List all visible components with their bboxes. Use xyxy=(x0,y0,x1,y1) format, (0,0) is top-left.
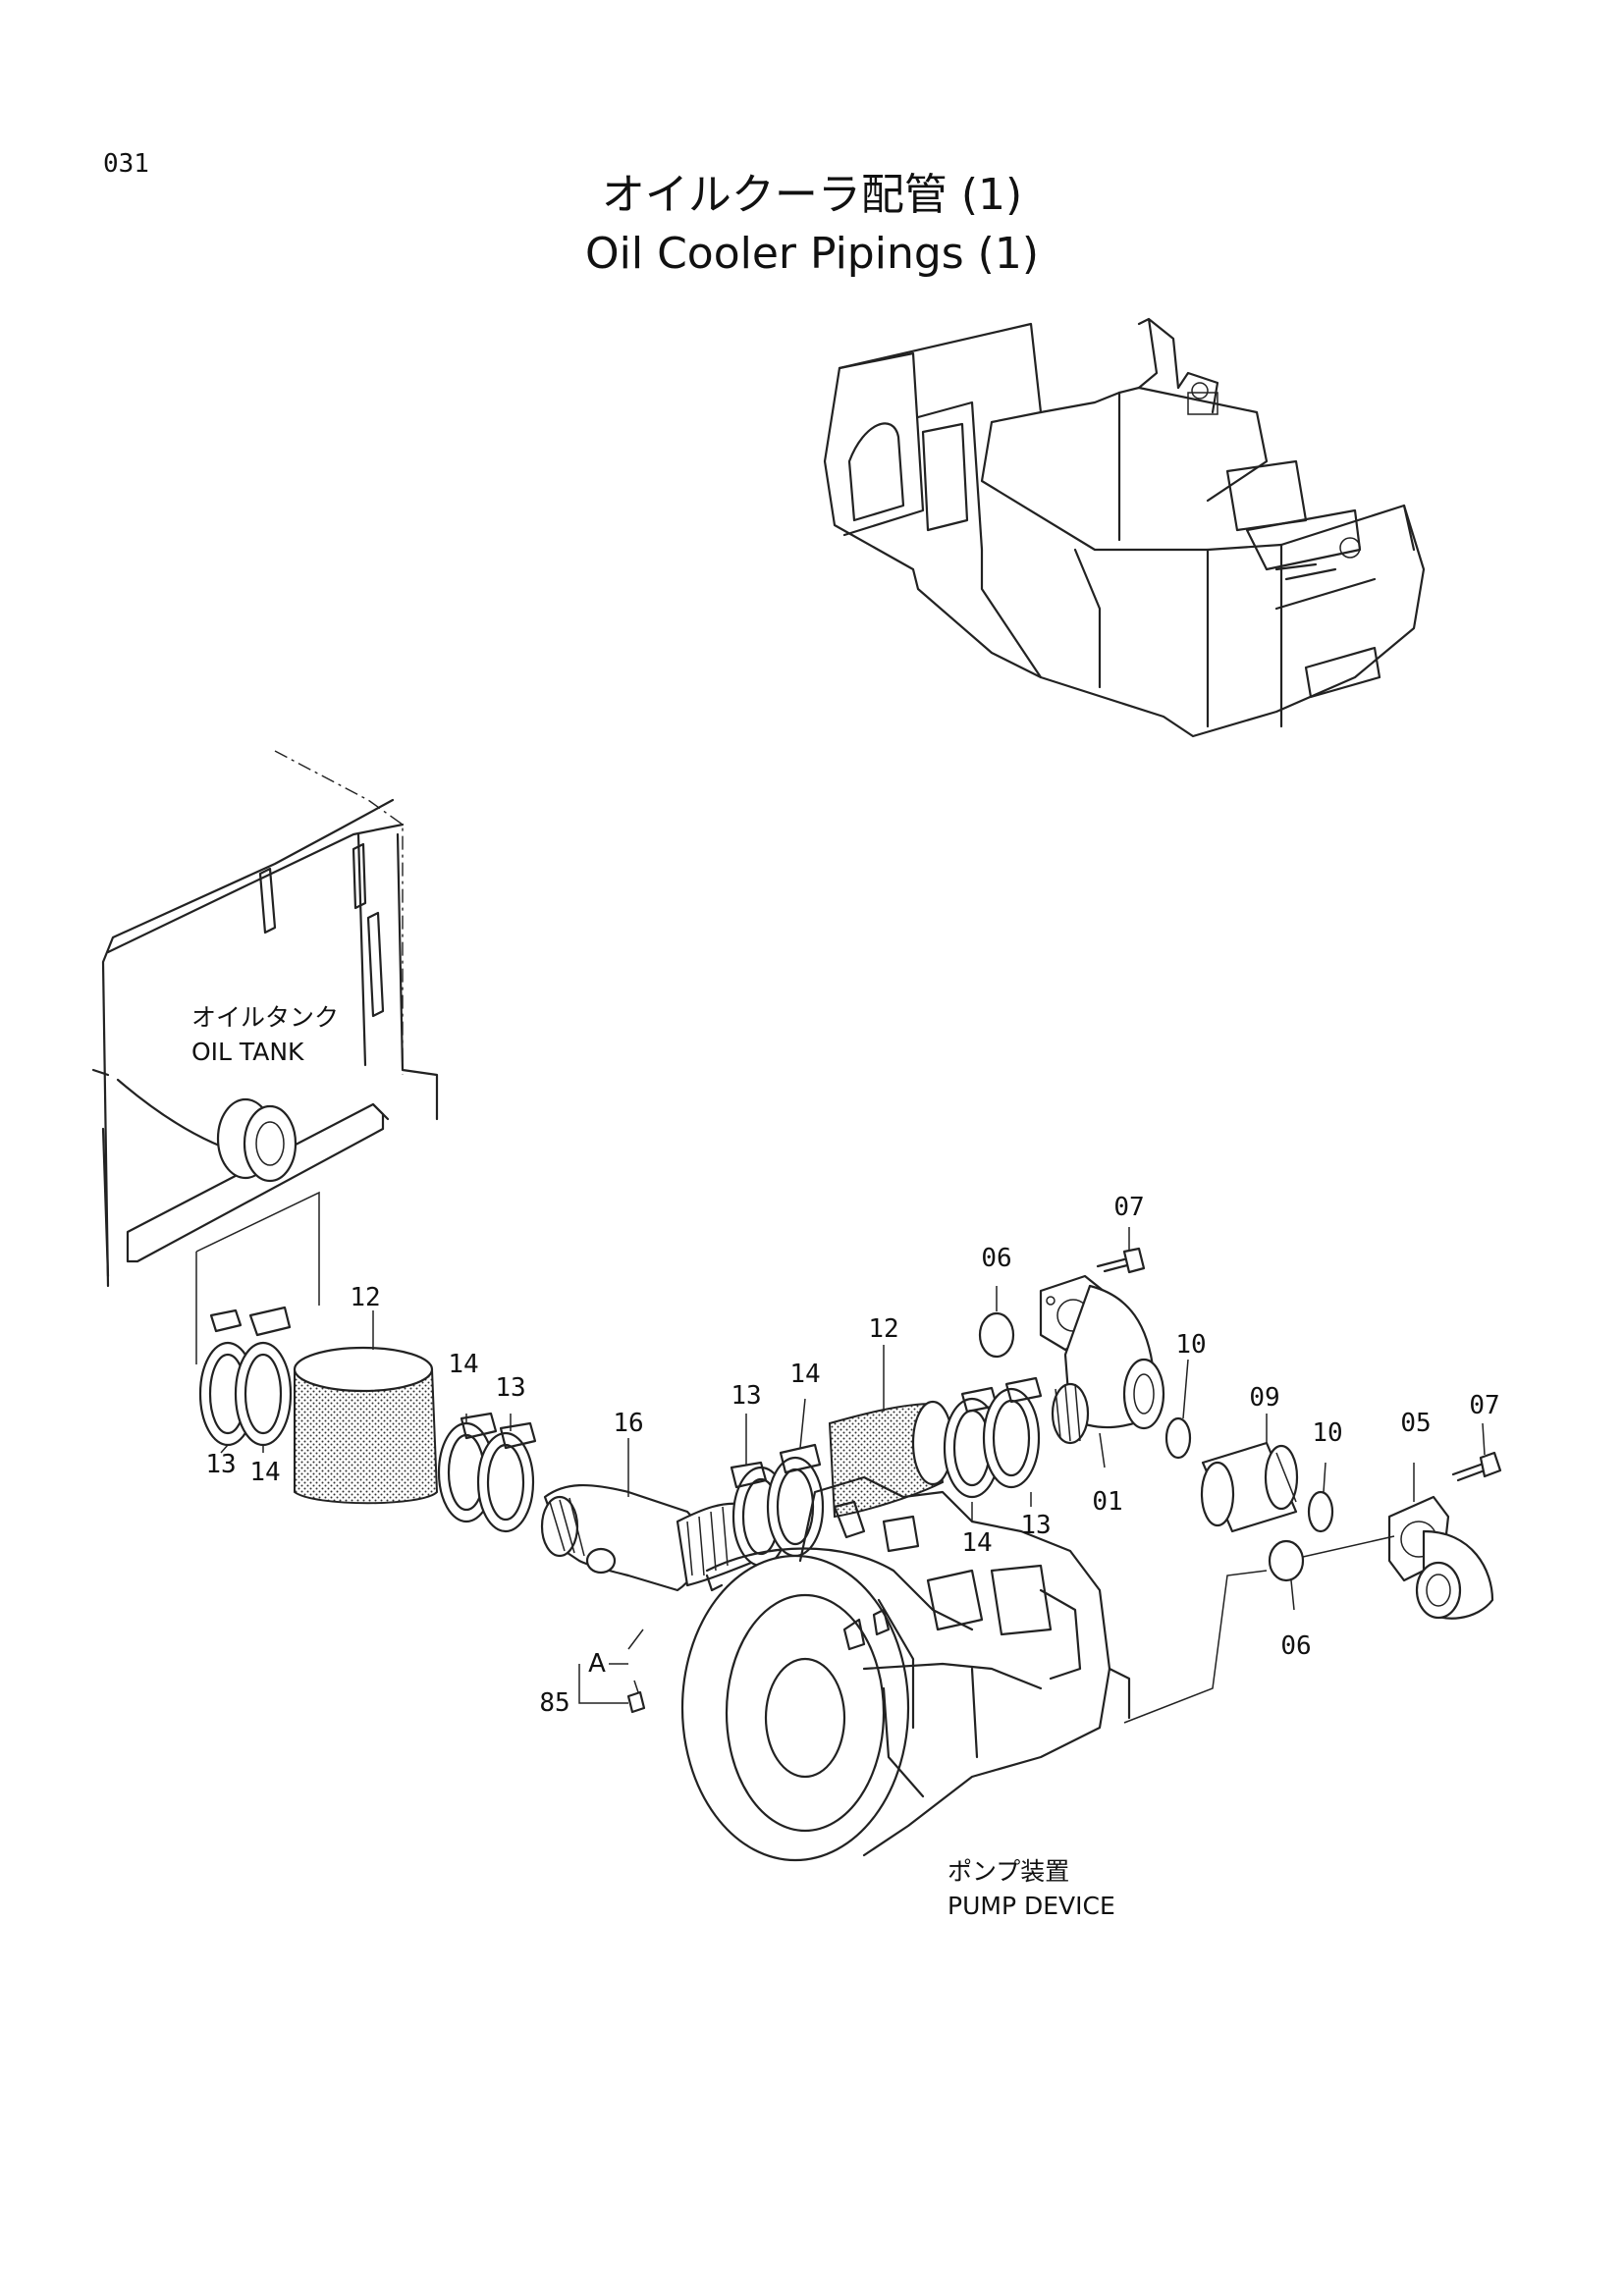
hose-clamp-13-right xyxy=(982,1376,1043,1489)
o-ring-06-top xyxy=(978,1311,1015,1359)
callout-07-right: 07 xyxy=(1469,1391,1499,1420)
o-ring-06-lower xyxy=(1268,1539,1305,1582)
excavator-overview-illustration xyxy=(823,317,1426,738)
callout-06-top: 06 xyxy=(981,1244,1011,1273)
callout-13-left: 13 xyxy=(205,1450,236,1479)
bolt-85 xyxy=(578,1663,646,1714)
callout-12-center: 12 xyxy=(868,1314,898,1344)
callout-10-lower: 10 xyxy=(1312,1418,1342,1448)
callout-14-center: 14 xyxy=(789,1360,820,1389)
callouts: 12 14 13 13 14 16 13 14 12 14 13 06 07 1… xyxy=(205,1193,1499,1718)
page-number: 031 xyxy=(103,149,149,179)
pump-device-illustration: ポンプ装置 PUMP DEVICE xyxy=(680,1475,1131,1920)
pipe-09 xyxy=(1200,1441,1299,1533)
elbow-pipe-01 xyxy=(1039,1274,1165,1445)
pump-label-en: PUMP DEVICE xyxy=(947,1892,1115,1920)
page-title-en: Oil Cooler Pipings (1) xyxy=(585,229,1039,279)
o-ring-10-upper xyxy=(1164,1416,1192,1460)
callout-13-middle: 13 xyxy=(495,1373,525,1403)
bolt-07-right xyxy=(1451,1451,1502,1482)
callout-06-lower: 06 xyxy=(1280,1631,1311,1661)
oil-tank-illustration: オイルタンク OIL TANK xyxy=(91,750,439,1364)
callout-14-right: 14 xyxy=(961,1528,992,1558)
callout-10-upper: 10 xyxy=(1175,1330,1206,1360)
callout-09: 09 xyxy=(1249,1383,1279,1413)
pump-label-jp: ポンプ装置 xyxy=(947,1857,1069,1886)
page-title-jp: オイルクーラ配管 (1) xyxy=(602,170,1022,220)
hose-clamp-14-center xyxy=(766,1443,825,1558)
elbow-pipe-16 xyxy=(540,1484,758,1592)
callout-12-left: 12 xyxy=(350,1283,380,1312)
callout-07-top: 07 xyxy=(1113,1193,1144,1222)
oil-tank-label-en: OIL TANK xyxy=(191,1038,304,1066)
callout-A: A xyxy=(588,1649,606,1679)
callout-13-right: 13 xyxy=(1020,1511,1051,1540)
callout-01: 01 xyxy=(1092,1487,1122,1517)
hose-clamp-13-middle xyxy=(476,1421,537,1533)
flange-elbow-05 xyxy=(1387,1495,1494,1620)
callout-85: 85 xyxy=(539,1688,569,1718)
leader-lines xyxy=(220,1227,1486,1724)
callout-05: 05 xyxy=(1400,1409,1431,1438)
hose-clamp-14-left xyxy=(234,1306,293,1447)
o-ring-10-lower xyxy=(1307,1490,1334,1533)
callout-13-center: 13 xyxy=(731,1381,761,1411)
bolt-07-top xyxy=(1096,1247,1146,1274)
oil-tank-label-jp: オイルタンク xyxy=(191,1003,339,1032)
callout-14-middle: 14 xyxy=(448,1350,478,1379)
callout-14-left: 14 xyxy=(249,1458,280,1487)
hose-12-center xyxy=(828,1400,954,1519)
callout-16: 16 xyxy=(613,1409,643,1438)
hose-12-left xyxy=(293,1346,439,1505)
